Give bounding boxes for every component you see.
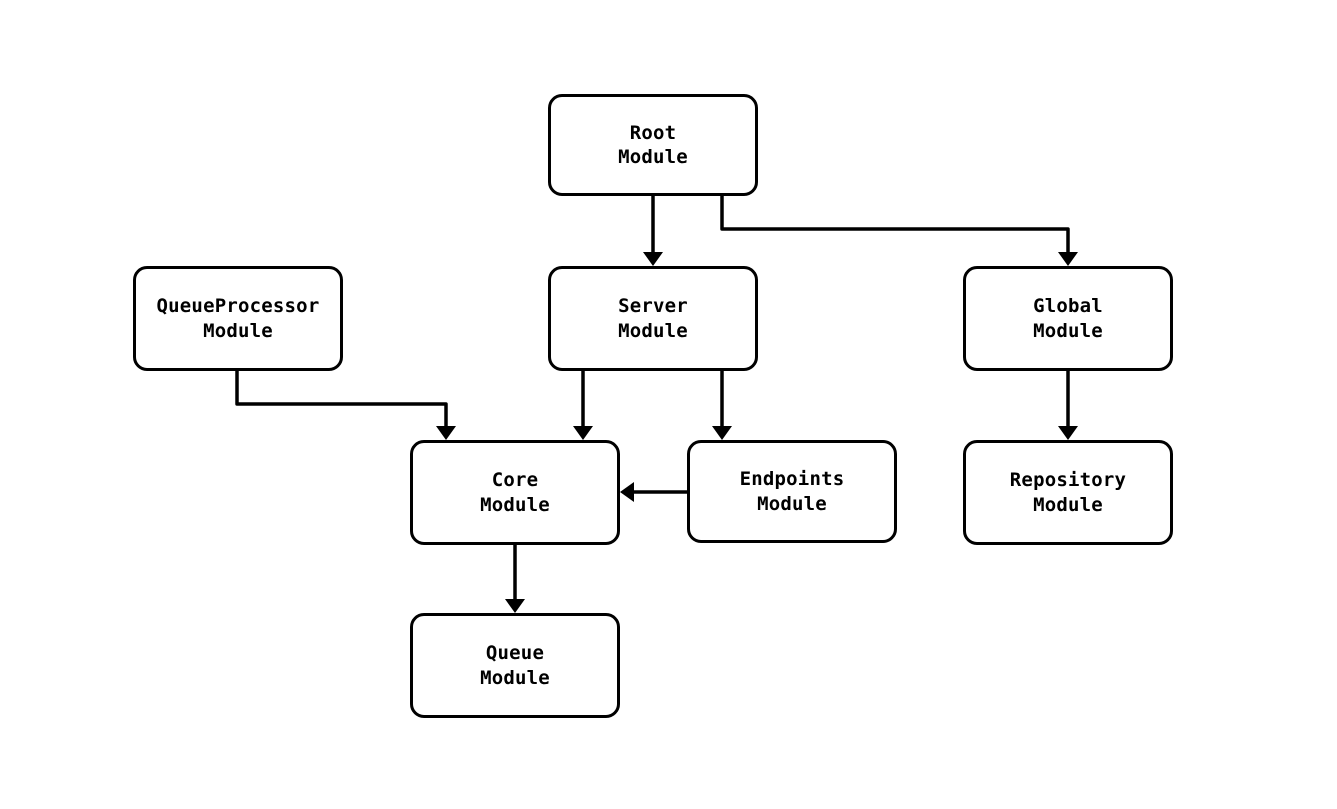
node-endpoints-module-label: Endpoints Module xyxy=(739,468,845,515)
arrowhead-icon xyxy=(505,599,525,613)
edge-server-to-core xyxy=(573,371,593,440)
node-core-module[interactable]: Core Module xyxy=(410,440,620,545)
node-endpoints-module[interactable]: Endpoints Module xyxy=(687,440,897,543)
edge-endpoints-to-core xyxy=(620,482,687,502)
node-queueprocessor-module[interactable]: QueueProcessor Module xyxy=(133,266,343,371)
arrowhead-icon xyxy=(1058,252,1078,266)
arrowhead-icon xyxy=(1058,426,1078,440)
node-global-module[interactable]: Global Module xyxy=(963,266,1173,371)
edge-global-to-repository xyxy=(1058,371,1078,440)
node-global-module-label: Global Module xyxy=(1033,295,1103,342)
node-core-module-label: Core Module xyxy=(480,469,550,516)
arrowhead-icon xyxy=(436,426,456,440)
arrowhead-icon xyxy=(573,426,593,440)
node-server-module-label: Server Module xyxy=(618,295,688,342)
node-root-module-label: Root Module xyxy=(618,121,688,168)
node-queueprocessor-module-label: QueueProcessor Module xyxy=(156,295,320,342)
edge-queueprocessor-to-core xyxy=(235,371,456,440)
edge-core-to-queue xyxy=(505,545,525,613)
node-queue-module-label: Queue Module xyxy=(480,642,550,689)
node-repository-module-label: Repository Module xyxy=(1009,469,1127,516)
node-root-module[interactable]: Root Module xyxy=(548,94,758,196)
edge-root-to-server xyxy=(643,196,663,266)
node-repository-module[interactable]: Repository Module xyxy=(963,440,1173,545)
edge-root-to-global xyxy=(720,196,1078,266)
edge-server-to-endpoints xyxy=(712,371,732,440)
arrowhead-icon xyxy=(712,426,732,440)
arrowhead-icon xyxy=(620,482,634,502)
node-queue-module[interactable]: Queue Module xyxy=(410,613,620,718)
node-server-module[interactable]: Server Module xyxy=(548,266,758,371)
arrowhead-icon xyxy=(643,252,663,266)
